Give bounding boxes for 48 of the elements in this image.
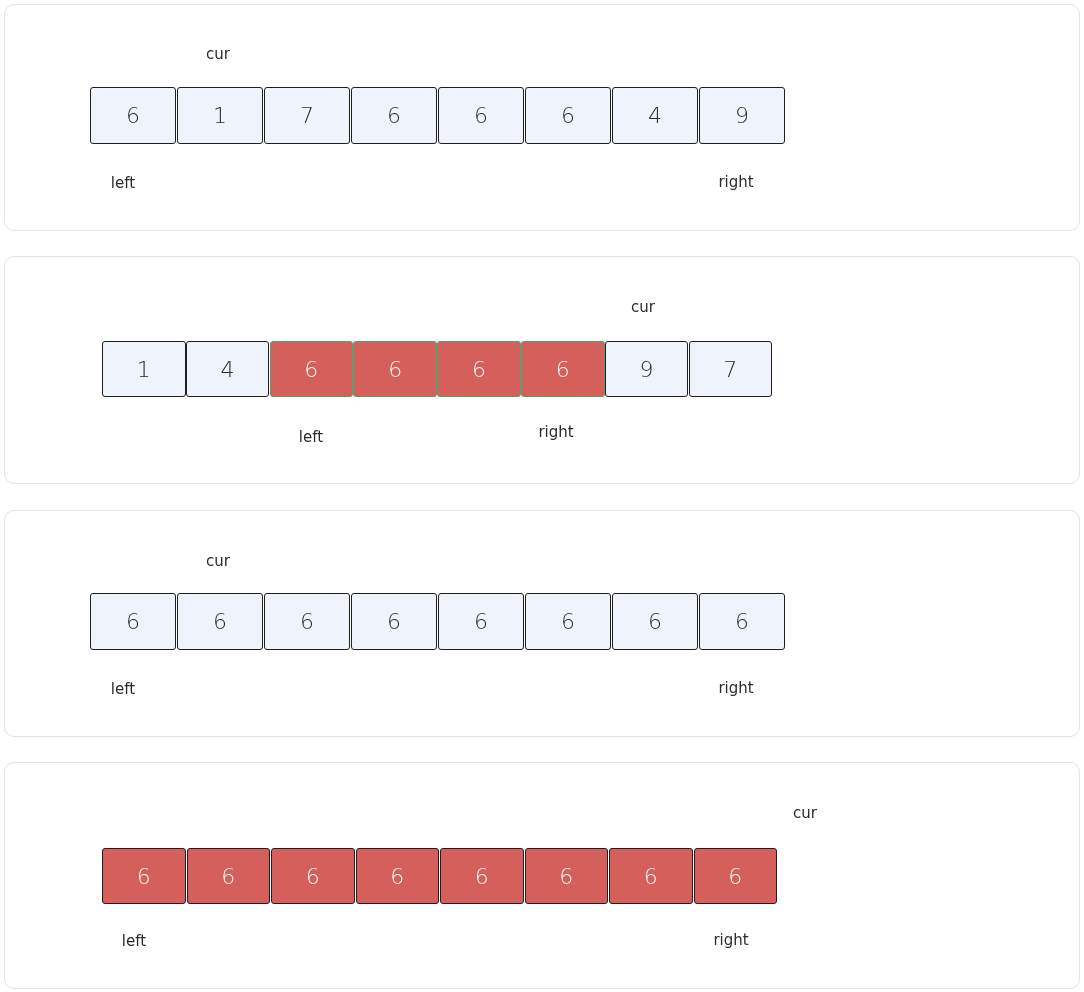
step-panel [4,256,1080,484]
array-element: 6 [609,848,693,904]
pointer-label: left [110,174,136,192]
pointer-label: right [718,173,754,191]
pointer-label: left [298,428,324,446]
array-element: 7 [264,87,350,144]
array-element: 6 [177,593,263,650]
array-element: 4 [185,341,270,397]
array-element: 6 [271,848,355,904]
step-panel [4,4,1080,231]
array-element: 6 [440,848,524,904]
array-element: 6 [351,87,437,144]
array-element: 6 [102,848,186,904]
array-element: 6 [699,593,785,650]
step-panel [4,762,1080,989]
pointer-label: right [538,423,574,441]
pointer-label: cur [793,804,817,822]
pointer-label: cur [206,45,230,63]
pointer-label: right [718,679,754,697]
array-element: 6 [269,341,354,397]
array-element: 4 [612,87,698,144]
pointer-label: left [121,932,147,950]
pointer-label: right [713,931,749,949]
array-element: 6 [693,848,777,904]
array-element: 1 [177,87,263,144]
array-element: 1 [102,341,186,397]
array-element: 6 [438,87,524,144]
array-element: 6 [353,341,437,397]
array-element: 7 [688,341,773,397]
array-element: 9 [604,341,689,397]
array-element: 6 [90,593,176,650]
pointer-label: left [110,680,136,698]
array-element: 6 [351,593,437,650]
array-element: 6 [90,87,176,144]
array-element: 6 [521,341,605,397]
array-element: 6 [525,87,611,144]
array-element: 6 [355,848,439,904]
pointer-label: cur [206,552,230,570]
array-element: 6 [524,848,608,904]
array-element: 6 [186,848,270,904]
array-element: 9 [699,87,785,144]
array-element: 6 [525,593,611,650]
array-element: 6 [264,593,350,650]
array-element: 6 [612,593,698,650]
array-element: 6 [437,341,521,397]
array-element: 6 [438,593,524,650]
step-panel [4,510,1080,737]
pointer-label: cur [631,298,655,316]
